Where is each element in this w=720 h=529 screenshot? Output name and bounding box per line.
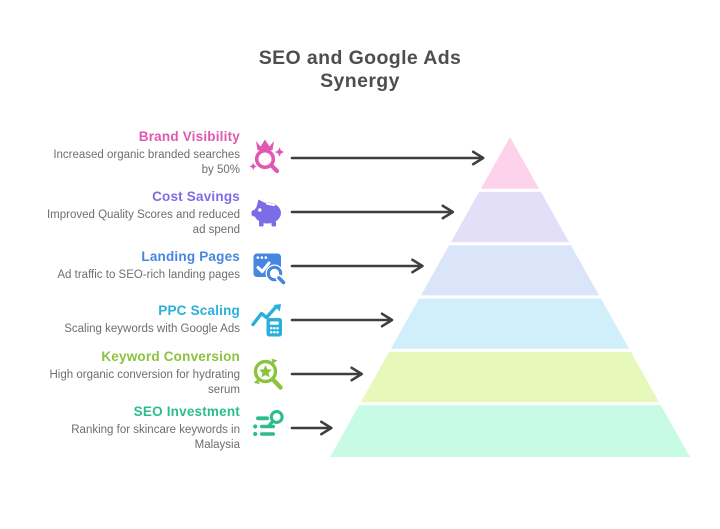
- level-text-block: Keyword Conversion High organic conversi…: [42, 349, 241, 398]
- level-description: Scaling keywords with Google Ads: [64, 322, 240, 335]
- level-label: Keyword Conversion: [101, 349, 240, 364]
- level-description: Increased organic branded searches by 50…: [53, 148, 240, 176]
- pyramid-level-1: [480, 137, 540, 189]
- level-text-block: PPC Scaling Scaling keywords with Google…: [42, 303, 240, 337]
- level-row: PPC Scaling Scaling keywords with Google…: [42, 303, 288, 337]
- level-label: Landing Pages: [141, 249, 240, 264]
- pyramid-level-4: [390, 298, 630, 349]
- level-row: Brand Visibility Increased organic brand…: [42, 129, 288, 178]
- level-label: SEO Investment: [133, 404, 240, 419]
- level-text-block: Landing Pages Ad traffic to SEO-rich lan…: [42, 249, 240, 283]
- level-description: Ad traffic to SEO-rich landing pages: [57, 268, 240, 281]
- level-text-block: SEO Investment Ranking for skincare keyw…: [42, 404, 240, 453]
- trend-calculator-icon: [248, 301, 288, 341]
- connector-arrow: [290, 366, 363, 382]
- level-description: High organic conversion for hydrating se…: [49, 368, 241, 396]
- level-description: Ranking for skincare keywords in Malaysi…: [71, 423, 240, 451]
- level-row: Cost Savings Improved Quality Scores and…: [42, 189, 288, 238]
- crown-search-icon: [248, 136, 288, 176]
- level-label: Brand Visibility: [138, 129, 240, 144]
- level-row: Keyword Conversion High organic conversi…: [42, 349, 288, 398]
- connector-arrow: [290, 420, 333, 436]
- level-row: Landing Pages Ad traffic to SEO-rich lan…: [42, 249, 288, 283]
- pyramid-level-3: [420, 245, 600, 296]
- page-title: SEO and Google Ads Synergy: [0, 47, 720, 93]
- title-line-2: Synergy: [320, 70, 400, 92]
- pyramid-level-2: [450, 191, 570, 243]
- connector-arrow: [290, 312, 394, 328]
- level-description: Improved Quality Scores and reduced ad s…: [46, 208, 240, 236]
- star-search-icon: [248, 354, 288, 394]
- level-row: SEO Investment Ranking for skincare keyw…: [42, 404, 288, 453]
- connector-arrow: [290, 150, 485, 166]
- level-text-block: Brand Visibility Increased organic brand…: [42, 129, 240, 178]
- level-label: PPC Scaling: [158, 303, 240, 318]
- pyramid-level-5: [360, 351, 660, 403]
- piggy-bank-icon: [248, 192, 288, 232]
- connector-arrow: [290, 258, 424, 274]
- title-line-1: SEO and Google Ads: [258, 47, 462, 69]
- connector-arrow: [290, 204, 455, 220]
- level-label: Cost Savings: [152, 189, 240, 204]
- list-search-icon: [248, 406, 288, 446]
- browser-check-search-icon: [248, 247, 288, 287]
- pyramid-level-6: [330, 405, 690, 457]
- level-text-block: Cost Savings Improved Quality Scores and…: [42, 189, 240, 238]
